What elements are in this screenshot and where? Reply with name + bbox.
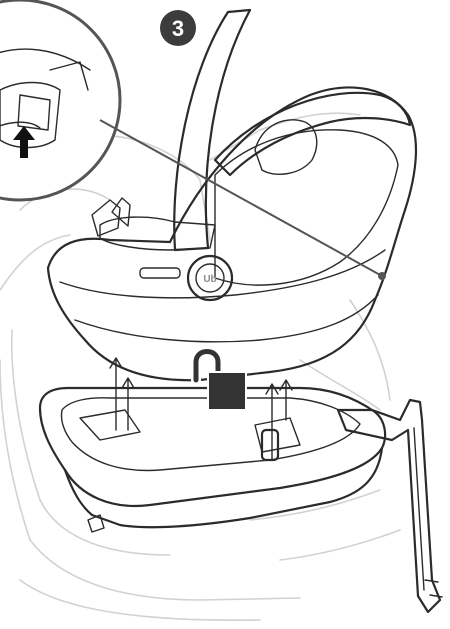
- detail-zoom-inset: [0, 0, 120, 200]
- brand-logo: Ub: [203, 274, 216, 285]
- up-arrow-icon: [122, 378, 134, 430]
- up-arrow-icon: [280, 380, 292, 420]
- isofix-base: [40, 388, 442, 612]
- step-number: 3: [172, 16, 184, 41]
- padlock-unlocked-icon: [196, 352, 246, 411]
- up-arrow-icon: [110, 358, 122, 430]
- step-badge: 3: [160, 10, 196, 46]
